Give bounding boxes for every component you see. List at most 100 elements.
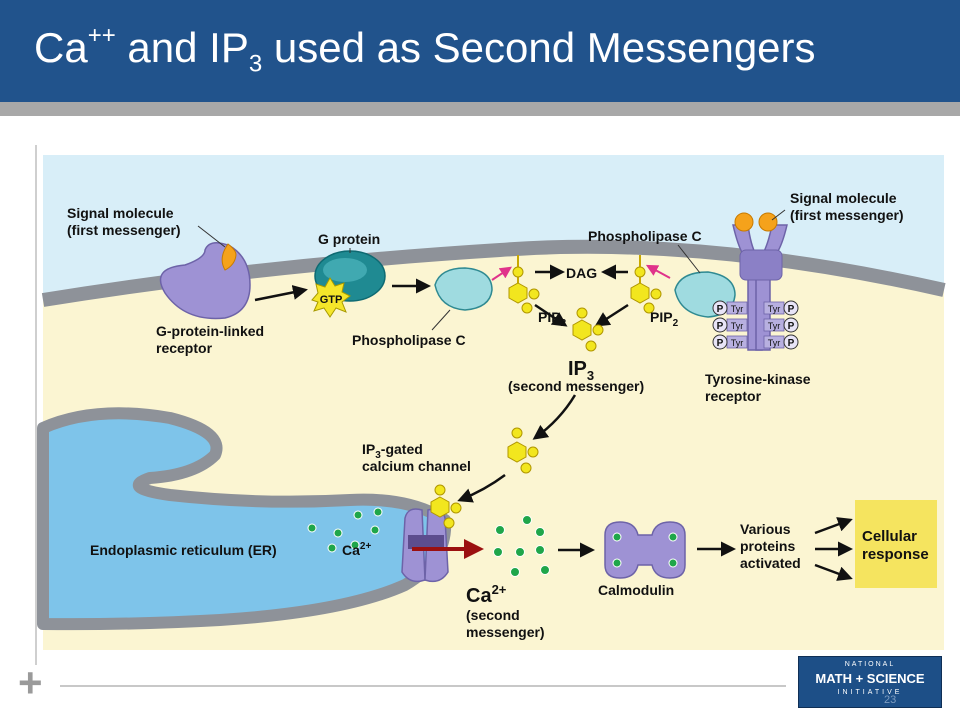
- label-various-3: activated: [740, 555, 801, 571]
- page-number: 23: [884, 694, 897, 706]
- ip3-bound-channel: [430, 484, 462, 529]
- label-pip2-right: PIP2: [650, 309, 679, 329]
- arrow-receptor-to-gprotein: [254, 284, 308, 302]
- label-ip3-gated-2: calcium channel: [362, 458, 471, 474]
- svg-text:Tyr: Tyr: [768, 338, 781, 348]
- ip3-gated-calcium-channel: [401, 508, 449, 583]
- svg-text:Tyr: Tyr: [731, 304, 744, 314]
- svg-text:Tyr: Tyr: [731, 321, 744, 331]
- svg-text:Tyr: Tyr: [768, 321, 781, 331]
- slide-header: Ca++ and IP3 used as Second Messengers: [0, 0, 960, 102]
- arrow-plc-right-pink: [645, 264, 671, 279]
- arrow-ip3-down-1: [532, 394, 577, 440]
- leader-phospholipase-left: [431, 309, 451, 331]
- arrow-response-1: [814, 517, 853, 535]
- svg-text:P: P: [788, 321, 795, 332]
- tyr-left-2: Tyr: [726, 318, 748, 332]
- label-phospholipase-right: Phospholipase C: [588, 228, 702, 244]
- label-signal-right-1: Signal molecule: [790, 190, 897, 206]
- ip3-molecule: [572, 307, 604, 352]
- leader-signal-right: [771, 209, 786, 221]
- tyr-right-3: Tyr: [763, 335, 785, 349]
- label-er: Endoplasmic reticulum (ER): [90, 542, 277, 558]
- logo-line-1: NATIONAL: [844, 661, 896, 668]
- tyr-right-2: Tyr: [763, 318, 785, 332]
- label-cellular-1: Cellular: [862, 528, 917, 545]
- arrow-response-3: [814, 563, 853, 581]
- gtp-burst: [311, 277, 351, 318]
- svg-text:P: P: [717, 321, 724, 332]
- phosphate-left-2: P: [712, 317, 728, 333]
- gtp-label: GTP: [320, 294, 343, 306]
- label-ca-second-2: messenger): [466, 624, 545, 640]
- label-signal-left-1: Signal molecule: [67, 205, 174, 221]
- phospholipase-c-left: [434, 267, 493, 311]
- endoplasmic-reticulum: [37, 407, 452, 631]
- label-receptor-2: receptor: [156, 340, 213, 356]
- phosphate-right-3: P: [783, 334, 799, 350]
- label-phospholipase-left: Phospholipase C: [352, 332, 466, 348]
- title-and-ip: and IP: [115, 24, 249, 71]
- label-signal-right-2: (first messenger): [790, 207, 904, 223]
- title-ip-subscript: 3: [248, 50, 263, 78]
- footer-plus-icon: +: [18, 659, 43, 706]
- label-dag: DAG: [566, 265, 597, 281]
- svg-text:Tyr: Tyr: [731, 338, 744, 348]
- svg-text:P: P: [788, 338, 795, 349]
- phosphate-left-3: P: [712, 334, 728, 350]
- svg-text:P: P: [717, 338, 724, 349]
- arrow-pip2-right-to-ip3: [594, 303, 629, 327]
- label-ca-er: Ca2+: [342, 541, 371, 558]
- svg-text:P: P: [717, 304, 724, 315]
- arrow-ip3-down-2: [457, 473, 506, 503]
- label-calmodulin: Calmodulin: [598, 582, 674, 598]
- phosphate-right-1: P: [783, 300, 799, 316]
- label-ip3: IP3: [568, 358, 594, 383]
- cytosol-calcium-ions: [493, 515, 550, 577]
- title-rest: used as Second Messengers: [262, 24, 816, 71]
- calmodulin: [604, 521, 686, 579]
- signal-molecule-left: [221, 243, 237, 271]
- leader-signal-left: [197, 225, 226, 248]
- label-cellular-2: response: [862, 546, 929, 563]
- logo-line-2: MATH + SCIENCE: [815, 671, 925, 686]
- header-divider: [0, 102, 960, 116]
- tyr-right-1: Tyr: [763, 301, 785, 315]
- arrow-plc-left-pink: [491, 266, 512, 281]
- label-tk-receptor-1: Tyrosine-kinase: [705, 371, 811, 387]
- logo-line-3: INITIATIVE: [837, 689, 903, 696]
- svg-text:P: P: [788, 304, 795, 315]
- label-pip2-left: PIP2: [538, 309, 567, 329]
- signal-molecule-right-b: [758, 212, 778, 232]
- label-receptor-1: G-protein-linked: [156, 323, 264, 339]
- label-various-1: Various: [740, 521, 791, 537]
- title-ca: Ca: [34, 24, 88, 71]
- label-ip3-second-messenger: (second messenger): [508, 378, 644, 394]
- pip2-left-molecule: [508, 255, 540, 314]
- signal-molecule-right-a: [734, 212, 754, 232]
- title-ca-charge: ++: [87, 22, 116, 49]
- svg-text:Tyr: Tyr: [768, 304, 781, 314]
- label-ca-second: Ca2+: [466, 582, 507, 607]
- label-signal-left-2: (first messenger): [67, 222, 181, 238]
- label-ca-second-1: (second: [466, 607, 520, 623]
- tyr-left-1: Tyr: [726, 301, 748, 315]
- header-background: [0, 0, 960, 102]
- phosphate-left-1: P: [712, 300, 728, 316]
- label-ip3-gated-1: IP3-gated: [362, 441, 423, 461]
- label-various-2: proteins: [740, 538, 795, 554]
- tyr-left-3: Tyr: [726, 335, 748, 349]
- nms-logo: NATIONAL MATH + SCIENCE INITIATIVE: [798, 656, 942, 708]
- slide-title: Ca++ and IP3 used as Second Messengers: [34, 22, 816, 78]
- phosphate-right-2: P: [783, 317, 799, 333]
- arrow-pip2-left-to-ip3: [534, 303, 568, 327]
- label-tk-receptor-2: receptor: [705, 388, 762, 404]
- g-protein-highlight: [323, 258, 367, 282]
- cellular-response-box: [855, 500, 937, 588]
- left-rule: [35, 145, 37, 665]
- er-calcium-ions: [307, 507, 383, 553]
- pip2-right-molecule: [630, 255, 662, 314]
- label-g-protein: G protein: [318, 231, 380, 247]
- leader-phospholipase-right: [677, 244, 701, 274]
